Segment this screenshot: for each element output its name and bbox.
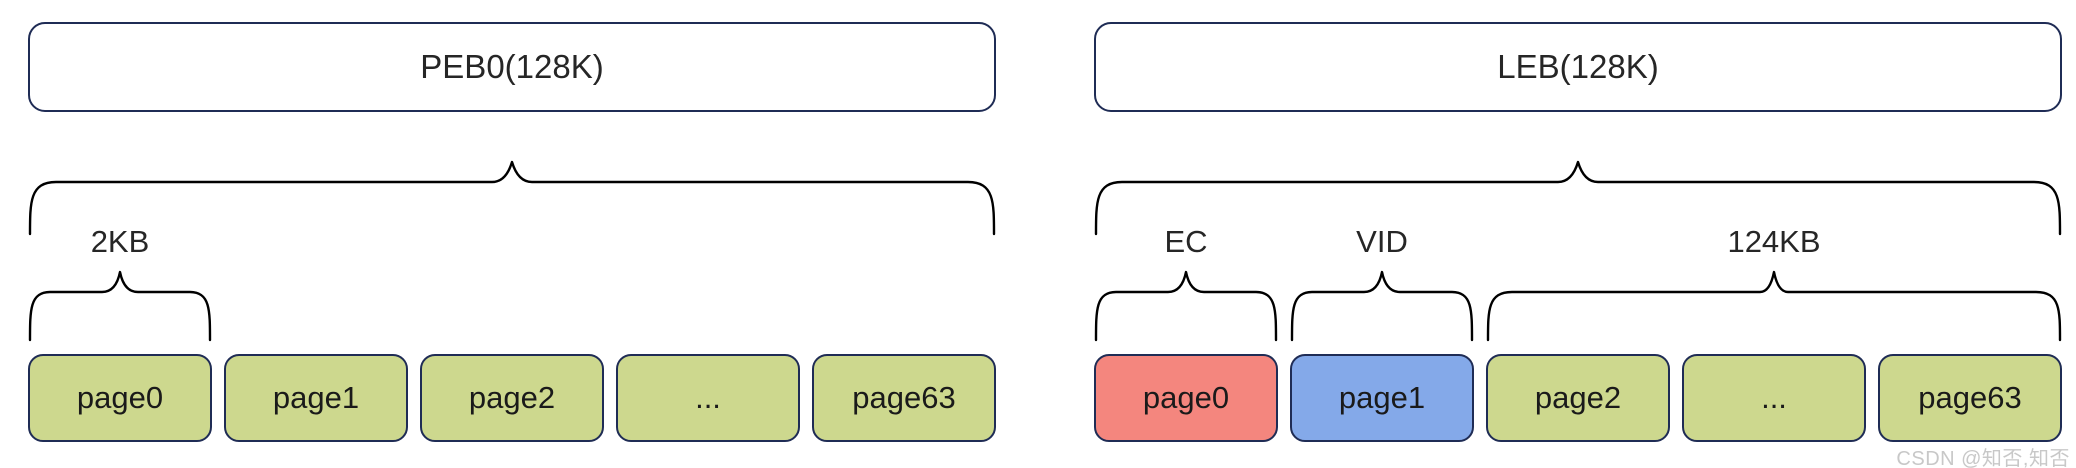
page-cell-label: ... (695, 380, 721, 415)
page-cell: page2 (420, 354, 604, 442)
leb-page-row: page0 page1 page2 ... page63 (1094, 354, 2062, 442)
page-cell-label: page0 (76, 380, 164, 415)
size-label-vid: VID (1356, 224, 1408, 259)
size-label-ec: EC (1164, 224, 1208, 259)
page-cell-ec: page0 (1094, 354, 1278, 442)
leb-group: LEB(128K) EC VID 124KB page0 page1 page2 (1094, 0, 2062, 468)
page-cell-label: page0 (1142, 380, 1230, 415)
watermark: CSDN @知否,知否 (1896, 448, 2070, 468)
page-cell-label: ... (1761, 380, 1787, 415)
peb-group: PEB0(128K) 2KB page0 page1 page2 ... pag… (28, 0, 996, 468)
leb-block-label: LEB(128K) (1497, 48, 1659, 85)
page-cell: page63 (812, 354, 996, 442)
peb-block-label: PEB0(128K) (420, 48, 604, 85)
page-cell-vid: page1 (1290, 354, 1474, 442)
leb-full-overbrace-shape (1094, 160, 2062, 236)
peb-full-overbrace-shape (28, 160, 996, 236)
size-label-124kb: 124KB (1727, 224, 1821, 259)
size-label-2kb: 2KB (90, 224, 150, 259)
page-cell-label: page1 (272, 380, 360, 415)
ec-overbrace-shape (1094, 270, 1278, 342)
data-area-overbrace-shape (1486, 270, 2062, 342)
page-cell: page63 (1878, 354, 2062, 442)
page-cell-label: page2 (1534, 380, 1622, 415)
page-cell-label: page2 (468, 380, 556, 415)
page-cell: page2 (1486, 354, 1670, 442)
peb-page-row: page0 page1 page2 ... page63 (28, 354, 996, 442)
page-cell-ellipsis: ... (616, 354, 800, 442)
page-cell-label: page63 (1918, 380, 2022, 415)
leb-block: LEB(128K) (1094, 22, 2062, 112)
page-cell: page0 (28, 354, 212, 442)
page-cell-ellipsis: ... (1682, 354, 1866, 442)
page-cell-label: page63 (852, 380, 956, 415)
page-cell-label: page1 (1338, 380, 1426, 415)
peb-block: PEB0(128K) (28, 22, 996, 112)
page-cell: page1 (224, 354, 408, 442)
vid-overbrace-shape (1290, 270, 1474, 342)
page0-overbrace-shape (28, 270, 212, 342)
